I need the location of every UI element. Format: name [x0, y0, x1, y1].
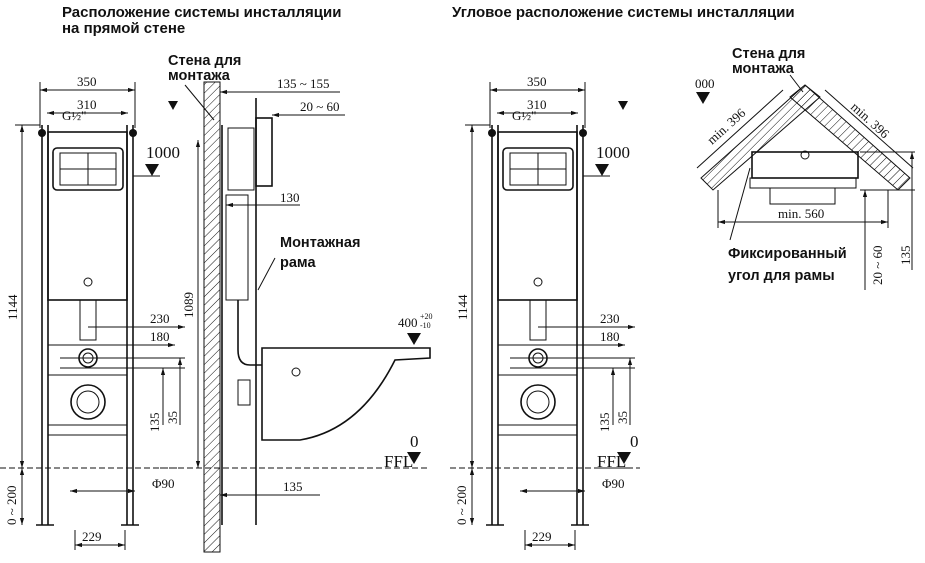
corner-wall-right: [789, 84, 911, 191]
front-view-left-labels: 350 310 G½" 1000 1144 230 180 135 35 Φ90…: [4, 74, 180, 544]
dim-229-right: 229: [532, 529, 552, 544]
wall-label: Стена для: [168, 53, 241, 69]
pipe-diameter: Φ90: [152, 476, 175, 491]
corner-level: 000: [695, 76, 715, 91]
dim-35-right: 35: [615, 411, 630, 424]
dim-0-200: 0 ~ 200: [4, 485, 19, 525]
level-1000-right: 1000: [596, 143, 630, 162]
ffl-zero-right: 0: [630, 432, 639, 451]
wall-label-line2: монтажа: [168, 68, 231, 84]
connection-label-right: G½": [512, 108, 536, 123]
pipe-diameter-right: Φ90: [602, 476, 625, 491]
dim-1089: 1089: [181, 292, 196, 318]
corner-min-width: min. 560: [778, 206, 824, 221]
front-view-right-labels: 350 310 G½" 1000 1144 230 180 135 35 Φ90…: [454, 74, 640, 544]
dim-0-200-right: 0 ~ 200: [454, 485, 469, 525]
frame-label-line2: рама: [280, 255, 316, 271]
dim-310: 310: [77, 97, 97, 112]
dim-180: 180: [150, 329, 170, 344]
corner-wall-label: Стена для: [732, 46, 805, 62]
corner-wall-label-line2: монтажа: [732, 61, 795, 77]
connection-label: G½": [62, 108, 86, 123]
dim-20-60: 20 ~ 60: [300, 99, 340, 114]
dim-310-right: 310: [527, 97, 547, 112]
corner-wall-left: [700, 84, 821, 191]
bowl-tol-minus: -10: [420, 321, 431, 330]
dim-35: 35: [165, 411, 180, 424]
fixed-angle-label: Фиксированный: [728, 246, 847, 262]
dim-230: 230: [150, 311, 170, 326]
dim-135-155: 135 ~ 155: [277, 76, 330, 91]
title-straight-wall: Расположение системы инсталляции: [62, 4, 341, 21]
wall-hatch: [203, 81, 221, 553]
side-view: Стена для монтажа Монтажная рама 135 ~ 1…: [160, 53, 433, 553]
dim-135-right: 135: [597, 413, 612, 433]
dim-130: 130: [280, 190, 300, 205]
dim-350: 350: [77, 74, 97, 89]
dim-1144: 1144: [5, 294, 20, 320]
corner-dim-135: 135: [898, 246, 913, 266]
dim-135: 135: [147, 413, 162, 433]
corner-view: 000 min. 396 min. 396 min. 560 20 ~ 60 1…: [695, 46, 915, 290]
dim-1144-right: 1144: [455, 294, 470, 320]
dim-180-right: 180: [600, 329, 620, 344]
fixed-angle-label-line2: угол для рамы: [728, 268, 835, 284]
frame-label: Монтажная: [280, 235, 360, 251]
bowl-tol-plus: +20: [420, 312, 433, 321]
dim-350-right: 350: [527, 74, 547, 89]
title-straight-wall-line2: на прямой стене: [62, 20, 185, 37]
dim-229: 229: [82, 529, 102, 544]
corner-dim-20-60: 20 ~ 60: [870, 245, 885, 285]
ffl-label: FFL: [384, 452, 413, 471]
level-1000: 1000: [146, 143, 180, 162]
dim-230-right: 230: [600, 311, 620, 326]
dim-135-side: 135: [283, 479, 303, 494]
ffl-label-right: FFL: [597, 452, 626, 471]
ffl-zero: 0: [410, 432, 419, 451]
title-corner: Угловое расположение системы инсталляции: [452, 4, 795, 21]
bowl-height: 400: [398, 315, 418, 330]
